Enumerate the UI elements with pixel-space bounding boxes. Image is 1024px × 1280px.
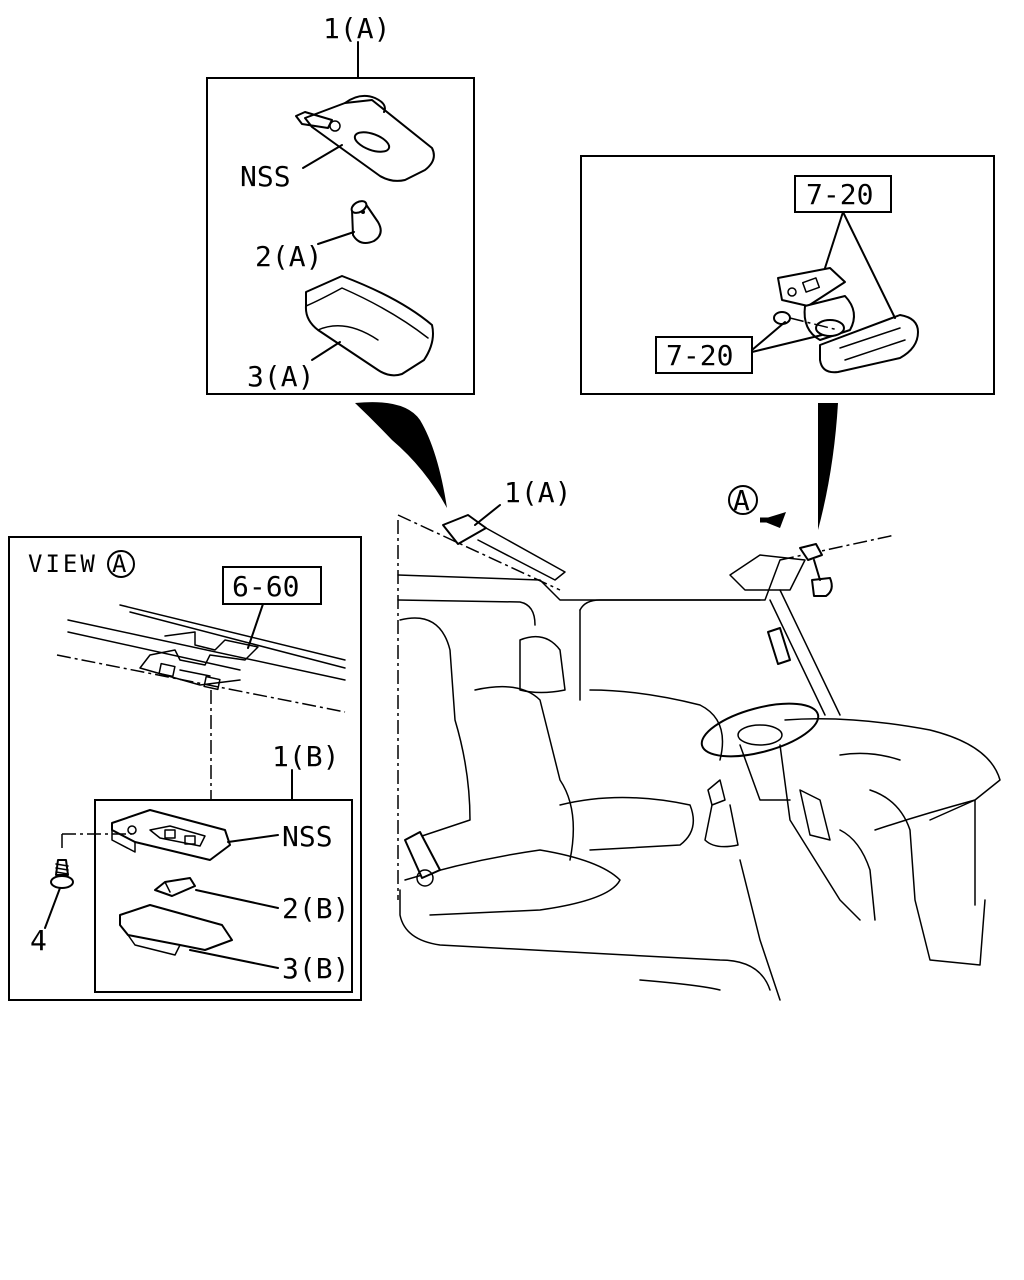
pointer-arrow-lamp-a — [355, 402, 447, 508]
pointer-arrow-mirror — [818, 403, 838, 530]
inset-view-a: VIEW A 6-60 1(B) — [8, 536, 362, 1001]
label-3a: 3(A) — [247, 360, 314, 393]
lens-b — [119, 904, 233, 956]
lamp-housing-b — [111, 809, 231, 861]
inset-mirror-frame — [580, 155, 995, 395]
cab-interior: 1(A) — [397, 476, 1001, 1001]
label-1a-top: 1(A) — [323, 12, 390, 45]
label-2a: 2(A) — [255, 240, 322, 273]
view-circle-letter: A — [112, 550, 129, 578]
view-label: VIEW — [28, 550, 98, 578]
bulb-a — [350, 200, 382, 244]
inset-mirror: 7-20 7-20 — [580, 155, 995, 395]
label-1a-cab: 1(A) — [504, 476, 571, 509]
label-2b: 2(B) — [282, 892, 349, 925]
label-4: 4 — [30, 924, 47, 957]
cab-lamp-a — [442, 514, 487, 545]
ref-660: 6-60 — [232, 570, 299, 603]
view-circle — [107, 550, 135, 578]
label-nss-b: NSS — [282, 820, 333, 853]
screw-4 — [50, 859, 74, 889]
ref-box-720-top — [794, 175, 892, 213]
inset-lamp-a: 1(A) NSS 2(A) 3(A) — [206, 12, 475, 395]
bulb-b — [154, 877, 196, 897]
ref-box-720-bottom — [655, 336, 753, 374]
lens-a — [304, 275, 434, 377]
label-3b: 3(B) — [282, 952, 349, 985]
ref-box-660 — [222, 566, 322, 605]
circle-a-marker — [728, 485, 758, 515]
ref-720-bottom: 7-20 — [666, 339, 733, 372]
lamp-housing-a — [295, 94, 435, 182]
label-1b: 1(B) — [272, 740, 339, 773]
ref-720-top: 7-20 — [806, 178, 873, 211]
label-circle-a: A — [733, 484, 750, 517]
label-nss-a: NSS — [240, 160, 291, 193]
roof-panel — [56, 604, 346, 713]
mirror-assembly — [773, 267, 919, 374]
